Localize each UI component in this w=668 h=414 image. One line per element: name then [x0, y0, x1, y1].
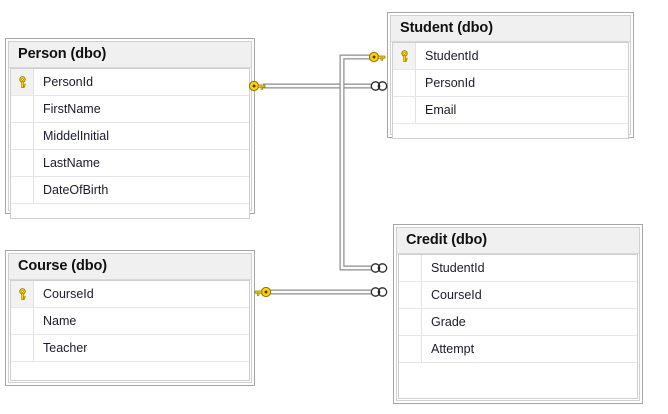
- field-name: MiddelInitial: [43, 129, 110, 143]
- field-row[interactable]: PersonId: [393, 70, 628, 97]
- field-gutter: [399, 282, 422, 308]
- field-name: Grade: [431, 315, 466, 329]
- field-gutter: [11, 150, 34, 176]
- field-row[interactable]: Email: [393, 97, 628, 124]
- field-gutter: [11, 96, 34, 122]
- field-row[interactable]: FirstName: [11, 96, 249, 123]
- field-gutter: [399, 336, 422, 362]
- entity-title: Course (dbo): [9, 254, 251, 280]
- field-row[interactable]: CourseId: [11, 281, 249, 308]
- field-name: LastName: [43, 156, 100, 170]
- field-gutter: [399, 255, 422, 281]
- field-row[interactable]: StudentId: [393, 43, 628, 70]
- entity-title: Student (dbo): [391, 16, 630, 42]
- empty-row-area[interactable]: [399, 363, 637, 398]
- empty-row-area[interactable]: [11, 362, 249, 380]
- field-name: Teacher: [43, 341, 88, 355]
- relationship-student-studentid-to-credit-studentid[interactable]: [339, 54, 375, 271]
- entity-title: Person (dbo): [9, 42, 251, 68]
- field-row[interactable]: Teacher: [11, 335, 249, 362]
- field-name: Name: [43, 314, 77, 328]
- primary-key-icon: [11, 69, 34, 95]
- field-gutter: [11, 123, 34, 149]
- field-name: PersonId: [43, 75, 94, 89]
- field-row[interactable]: Attempt: [399, 336, 637, 363]
- field-gutter: [11, 177, 34, 203]
- field-gutter: [393, 70, 416, 96]
- field-row[interactable]: CourseId: [399, 282, 637, 309]
- relationship-key-marker: [254, 285, 272, 304]
- field-row[interactable]: MiddelInitial: [11, 123, 249, 150]
- relationship-many-marker: [369, 261, 389, 280]
- field-row[interactable]: LastName: [11, 150, 249, 177]
- field-row[interactable]: PersonId: [11, 69, 249, 96]
- relationship-many-marker: [369, 79, 389, 98]
- entity-title: Credit (dbo): [397, 228, 639, 254]
- field-row[interactable]: Name: [11, 308, 249, 335]
- field-gutter: [11, 308, 34, 334]
- empty-row-area[interactable]: [393, 124, 628, 138]
- field-row[interactable]: StudentId: [399, 255, 637, 282]
- field-name: FirstName: [43, 102, 101, 116]
- field-row[interactable]: DateOfBirth: [11, 177, 249, 204]
- field-gutter: [399, 309, 422, 335]
- relationship-key-marker: [368, 50, 386, 69]
- primary-key-icon: [11, 281, 34, 307]
- field-name: CourseId: [43, 287, 94, 301]
- field-name: Email: [425, 103, 457, 117]
- field-row[interactable]: Grade: [399, 309, 637, 336]
- field-name: DateOfBirth: [43, 183, 109, 197]
- field-gutter: [393, 97, 416, 123]
- field-name: Attempt: [431, 342, 475, 356]
- relationship-key-marker: [248, 79, 266, 98]
- connector-highlight: [340, 55, 375, 270]
- field-name: PersonId: [425, 76, 476, 90]
- relationship-many-marker: [369, 285, 389, 304]
- field-name: CourseId: [431, 288, 482, 302]
- primary-key-icon: [393, 43, 416, 69]
- field-name: StudentId: [431, 261, 485, 275]
- field-gutter: [11, 335, 34, 361]
- field-name: StudentId: [425, 49, 479, 63]
- empty-row-area[interactable]: [11, 204, 249, 218]
